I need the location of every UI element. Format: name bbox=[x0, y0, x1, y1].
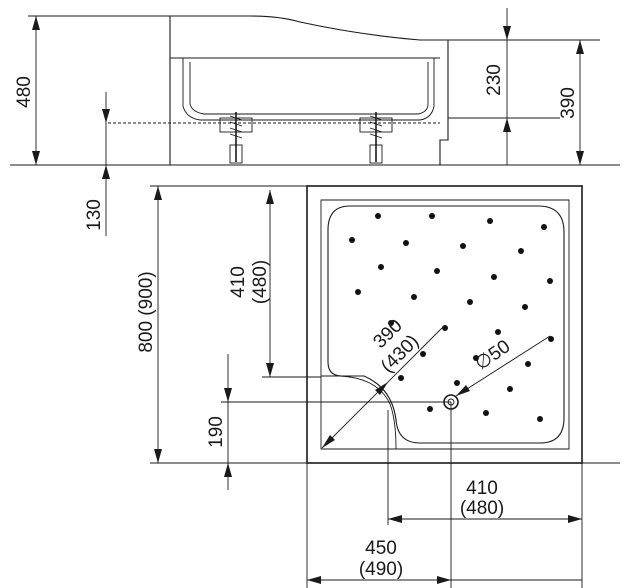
dim-800: 800 (900) bbox=[136, 186, 162, 463]
dim-label-410-v: 410 bbox=[228, 266, 249, 298]
top-view: 800 (900) 410 (480) 190 390 (430) bbox=[136, 185, 620, 588]
side-view-basin bbox=[182, 58, 435, 121]
dim-drain-diameter: ∅50 bbox=[455, 335, 551, 397]
side-view-outline bbox=[169, 15, 449, 166]
anti-slip-dots bbox=[349, 213, 554, 422]
tray-outer-edge bbox=[306, 185, 583, 464]
dim-410-vertical: 410 (480) bbox=[228, 190, 274, 377]
dim-label-490: (490) bbox=[359, 559, 403, 580]
dim-390: 390 bbox=[558, 40, 584, 165]
dim-480: 480 bbox=[14, 16, 40, 165]
dim-label-480-v: (480) bbox=[250, 260, 271, 304]
dim-450: 450 (490) bbox=[307, 538, 582, 584]
foot-right bbox=[359, 112, 393, 164]
side-view-basin-inner bbox=[189, 62, 429, 115]
tray-rim bbox=[320, 199, 570, 450]
dim-label-480-h: (480) bbox=[460, 498, 504, 519]
dim-label-410-h: 410 bbox=[466, 478, 498, 499]
corner-arc bbox=[321, 375, 397, 450]
dim-diagonal: 390 (430) bbox=[321, 315, 443, 449]
dim-label-800: 800 (900) bbox=[136, 271, 157, 352]
dim-label-230: 230 bbox=[484, 64, 505, 96]
dim-label-450: 450 bbox=[365, 538, 397, 559]
dim-410-horizontal: 410 (480) bbox=[388, 478, 582, 523]
dim-130: 130 bbox=[84, 92, 110, 236]
tray-basin bbox=[327, 205, 565, 444]
dim-label-190: 190 bbox=[206, 416, 227, 448]
dim-label-130: 130 bbox=[84, 199, 105, 231]
dim-190: 190 bbox=[206, 354, 232, 490]
dim-label-480: 480 bbox=[14, 76, 35, 108]
foot-left bbox=[219, 112, 253, 164]
dim-label-390: 390 bbox=[558, 87, 579, 119]
dim-230: 230 bbox=[484, 8, 511, 165]
side-view: 480 230 390 130 bbox=[10, 8, 620, 236]
dim-label-50: ∅50 bbox=[471, 336, 514, 375]
